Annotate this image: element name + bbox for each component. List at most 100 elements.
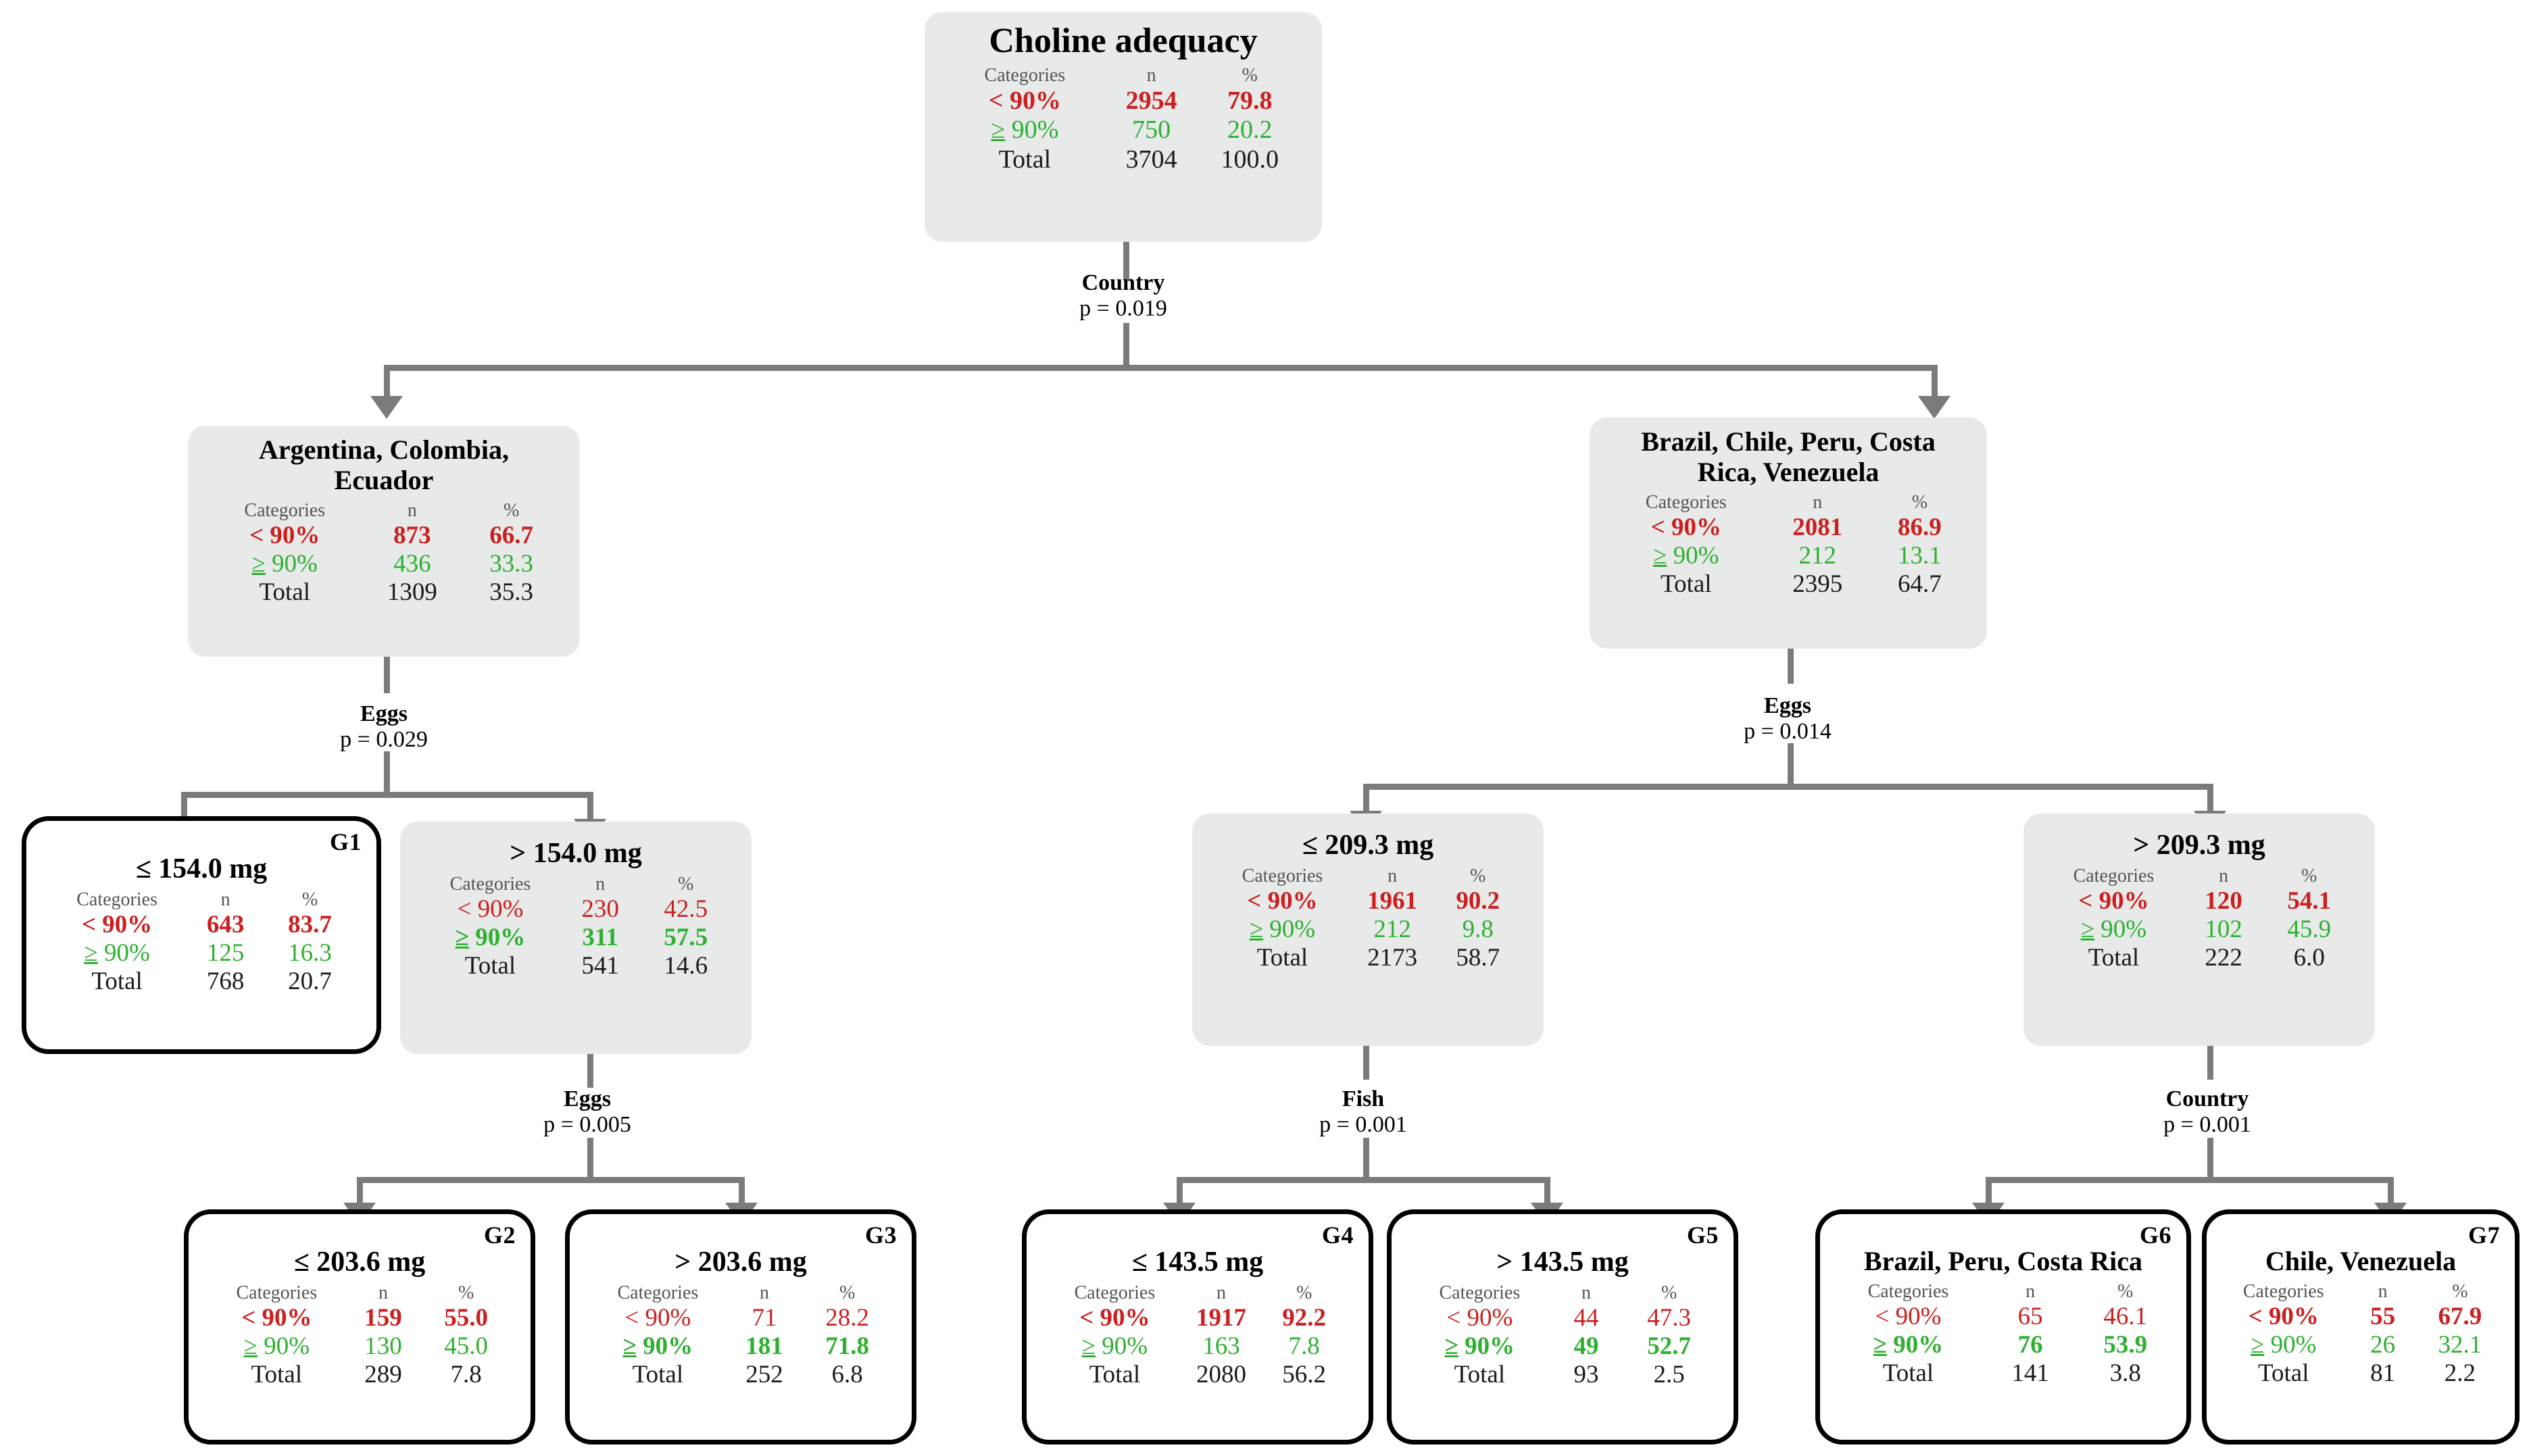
stats-percent: 71.8 [825, 1332, 870, 1361]
connector-right-right-drop [2207, 784, 2213, 813]
arrow-root-left [370, 396, 403, 419]
arrow-root-right [1918, 396, 1950, 419]
node-brazil-chile-peru-costarica-venezuela[interactable]: Brazil, Chile, Peru, Costa Rica, Venezue… [1590, 418, 1987, 649]
stats-category: < 90% [2078, 886, 2149, 915]
header-categories: Categories [449, 874, 531, 895]
stats-n: 71 [752, 1303, 777, 1332]
header-categories: Categories [1439, 1282, 1521, 1304]
stats-percent: 7.8 [1288, 1332, 1320, 1361]
stats-category: ≥ 90% [2251, 1330, 2317, 1359]
stats-n: 120 [2205, 886, 2242, 915]
split-label-root: Country p = 0.019 [988, 270, 1258, 322]
split-pvalue: p = 0.005 [543, 1112, 631, 1137]
stats-percent: 32.1 [2438, 1330, 2482, 1359]
node-title: > 143.5 mg [1496, 1247, 1629, 1278]
stats-percent: 53.9 [2103, 1330, 2148, 1359]
connector-right-left-drop [1363, 784, 1369, 813]
stats-n: 163 [1202, 1332, 1240, 1361]
stats-percent: 64.7 [1898, 570, 1942, 598]
node-title: > 203.6 mg [674, 1247, 807, 1278]
split-pvalue: p = 0.019 [1079, 296, 1167, 321]
header-n: n [1217, 1282, 1227, 1304]
split-pvalue: p = 0.001 [2163, 1112, 2251, 1137]
stats-percent: 54.1 [2287, 886, 2332, 915]
connector-right-bar [1363, 784, 2213, 790]
stats-percent: 6.8 [831, 1361, 863, 1389]
stats-percent: 56.2 [1282, 1361, 1327, 1389]
stats-percent: 57.5 [664, 924, 708, 952]
connector-eggsdeep-left-drop [357, 1177, 363, 1205]
header-categories: Categories [617, 1282, 699, 1304]
header-percent: % [1296, 1282, 1312, 1304]
node-title: Brazil, Peru, Costa Rica [1863, 1246, 2143, 1276]
header-n: n [2025, 1280, 2036, 1302]
stats-percent: 9.8 [1462, 915, 1494, 944]
stats-percent: 13.1 [1898, 541, 1942, 570]
stats-n: 2395 [1792, 570, 1843, 598]
stats-category: ≥ 90% [1249, 915, 1316, 944]
connector-root-bar-stem [1123, 323, 1129, 368]
stats-percent: 35.3 [489, 578, 533, 606]
stats-n: 3704 [1125, 145, 1177, 174]
stats-category: Total [2258, 1359, 2309, 1388]
header-n: n [1813, 491, 1823, 513]
stats-percent: 20.7 [288, 968, 332, 996]
connector-fish-left-drop [1177, 1177, 1183, 1205]
group-label: G7 [2467, 1222, 2500, 1249]
header-categories: Categories [1074, 1282, 1156, 1304]
stats-n: 130 [364, 1332, 402, 1361]
header-n: n [1146, 65, 1156, 86]
header-percent: % [1661, 1282, 1677, 1304]
stats-percent: 2.5 [1653, 1361, 1685, 1389]
stats-n: 44 [1573, 1303, 1599, 1332]
stats-category: < 90% [457, 895, 524, 923]
stats-percent: 58.7 [1456, 944, 1500, 972]
split-pvalue: p = 0.029 [340, 727, 428, 752]
connector-fish-stem [1363, 1046, 1369, 1080]
connector-eggsdeep-bar [357, 1177, 745, 1183]
header-categories: Categories [236, 1282, 318, 1304]
header-n: n [760, 1282, 770, 1304]
stats-n: 159 [364, 1303, 402, 1332]
stats-n: 311 [582, 924, 618, 952]
connector-root-stem [1123, 242, 1129, 280]
stats-row: ≥ 90% 212 9.8 [1215, 915, 1521, 944]
stats-n: 76 [2017, 1330, 2043, 1359]
stats-n: 212 [1373, 915, 1411, 944]
stats-percent: 2.2 [2444, 1359, 2476, 1388]
stats-n: 49 [1573, 1332, 1599, 1361]
stats-percent: 3.8 [2109, 1359, 2141, 1388]
stats-percent: 83.7 [288, 910, 332, 938]
header-n: n [378, 1282, 389, 1304]
split-pvalue: p = 0.001 [1319, 1112, 1407, 1137]
stats-n: 2081 [1792, 513, 1843, 541]
stats-n: 181 [745, 1332, 783, 1361]
stats-category: < 90% [249, 521, 320, 549]
stats-percent: 16.3 [288, 939, 332, 968]
